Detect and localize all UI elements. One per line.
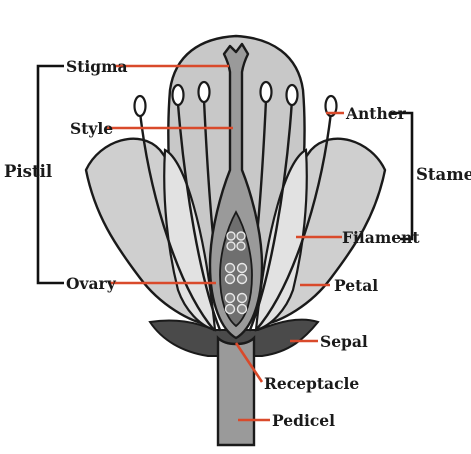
ovules: [224, 231, 248, 315]
ovary-label: Ovary: [66, 274, 117, 293]
anther-2: [171, 83, 185, 107]
sepal-label: Sepal: [320, 332, 368, 351]
stigma-label: Stigma: [66, 57, 128, 76]
filament-1: [138, 110, 216, 332]
anther-3: [197, 80, 211, 104]
filament-label: Filament: [342, 228, 420, 247]
pistil-label: Pistil: [4, 162, 52, 181]
filament-5: [248, 98, 294, 332]
anther-1: [133, 94, 147, 118]
receptacle-label: Receptacle: [264, 374, 359, 393]
pedicel-stalk: [216, 335, 256, 447]
receptacle-leader: [234, 342, 264, 383]
stamen-bracket: [390, 111, 414, 241]
pedicel-label: Pedicel: [272, 411, 335, 430]
stamen-label: Stamen: [416, 165, 471, 184]
filament-6: [254, 110, 333, 332]
pistil-bracket: [36, 64, 64, 285]
anther-5: [285, 83, 299, 107]
petal-label: Petal: [334, 276, 378, 295]
style-label: Style: [70, 119, 113, 138]
anther-4: [259, 80, 273, 104]
anther-label: Anther: [345, 104, 407, 123]
anther-6: [324, 94, 338, 118]
filament-2: [176, 102, 222, 332]
